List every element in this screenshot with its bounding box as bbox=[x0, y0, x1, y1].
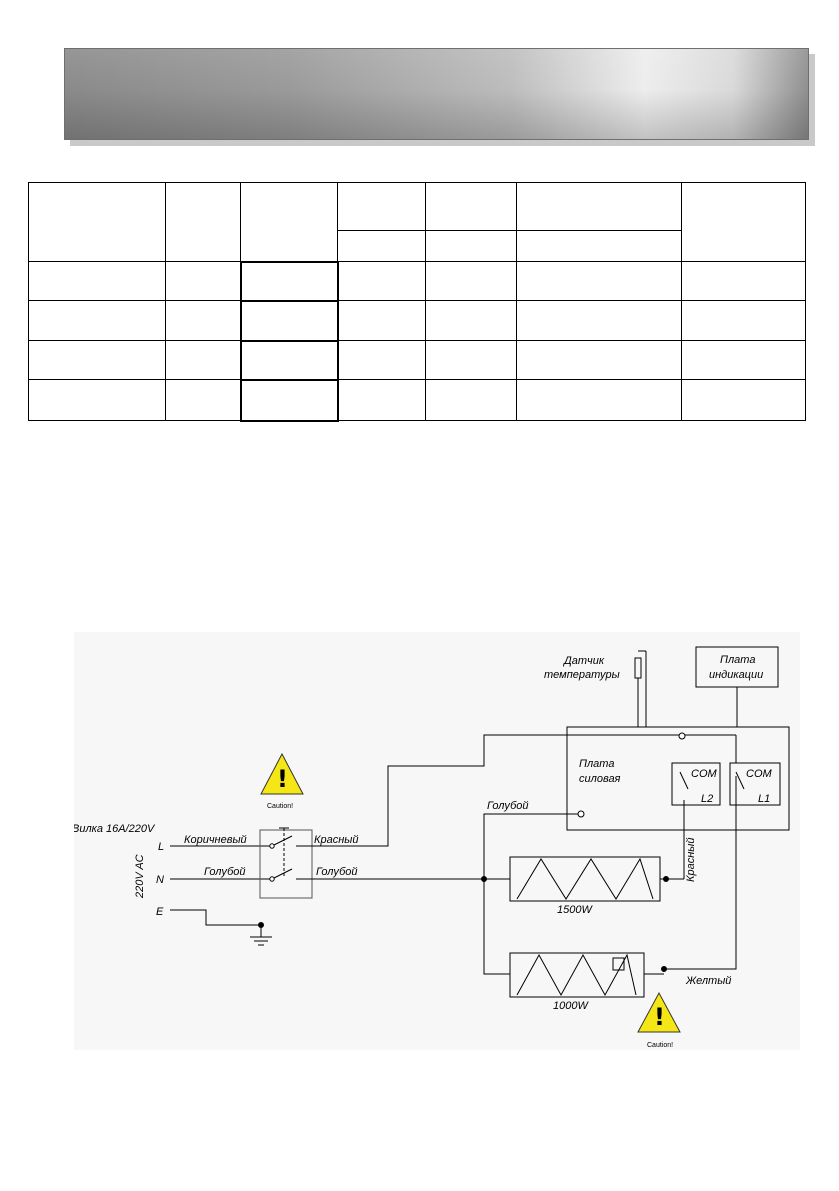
header-banner bbox=[64, 48, 809, 140]
wire-yellow bbox=[664, 776, 737, 970]
relay-l1 bbox=[729, 762, 781, 806]
table-cell bbox=[681, 182, 806, 262]
wire-blue-board bbox=[483, 813, 579, 879]
heater-1500w-label: 1500W bbox=[557, 904, 593, 916]
sensor-label-2: температуры bbox=[544, 669, 620, 681]
ground-node bbox=[258, 922, 264, 928]
wire-red bbox=[312, 734, 686, 847]
relay-contact bbox=[735, 771, 745, 790]
relay-l2-out: L2 bbox=[701, 793, 713, 805]
heater-1000w-label: 1000W bbox=[553, 1000, 589, 1012]
caution-triangle-top: ! bbox=[260, 752, 304, 795]
caution-label-top: Caution! bbox=[267, 803, 293, 810]
display-board bbox=[695, 646, 779, 688]
table-cell bbox=[337, 182, 426, 231]
wire-label-red-relay: Красный bbox=[685, 838, 697, 882]
heater-1000w bbox=[509, 952, 645, 998]
voltage-label: 220V AC bbox=[134, 854, 146, 899]
table-cell bbox=[337, 230, 426, 262]
board-terminal bbox=[678, 732, 686, 740]
switch-contact bbox=[269, 876, 275, 882]
table-cell bbox=[28, 182, 166, 262]
svg-text:!: ! bbox=[654, 1003, 665, 1031]
temperature-sensor bbox=[634, 657, 642, 679]
table-row bbox=[28, 260, 806, 302]
wire-label-blue-board: Голубой bbox=[487, 800, 529, 812]
power-board-label-1: Плата bbox=[579, 758, 614, 770]
wiring-svg: Вилка 16A/220V 220V AC L N E Коричневый … bbox=[74, 646, 790, 1049]
heater-coil bbox=[516, 953, 637, 997]
table-cell bbox=[240, 182, 338, 262]
spec-table bbox=[28, 182, 806, 422]
table-cell bbox=[516, 230, 682, 262]
plug-label: Вилка 16A/220V bbox=[74, 823, 156, 835]
board-terminal bbox=[577, 810, 585, 818]
table-header-row bbox=[28, 182, 806, 262]
relay-contact bbox=[679, 771, 689, 790]
table-cell bbox=[425, 182, 517, 231]
relay-l2-com: COM bbox=[691, 768, 718, 780]
display-board-label-2: индикации bbox=[709, 669, 763, 681]
table-row bbox=[28, 339, 806, 381]
thermal-fuse-icon bbox=[612, 957, 625, 971]
wire-ground bbox=[170, 909, 262, 937]
terminal-e: E bbox=[156, 906, 164, 918]
wire-label-blue-in: Голубой bbox=[204, 866, 246, 878]
table-row bbox=[28, 378, 806, 422]
caution-label-bottom: Caution! bbox=[647, 1042, 673, 1049]
junction-node bbox=[663, 876, 669, 882]
svg-text:!: ! bbox=[277, 765, 288, 793]
sensor-label-1: Датчик bbox=[562, 655, 605, 667]
relay-l1-com: COM bbox=[746, 768, 773, 780]
switch-blade bbox=[273, 835, 293, 846]
wiring-diagram: Вилка 16A/220V 220V AC L N E Коричневый … bbox=[74, 632, 800, 1050]
power-board-label-2: силовая bbox=[579, 773, 621, 785]
table-cell bbox=[165, 182, 241, 262]
display-board-label-1: Плата bbox=[720, 654, 755, 666]
wire-label-red: Красный bbox=[314, 834, 358, 846]
wire-label-blue-out: Голубой bbox=[316, 866, 358, 878]
switch-box bbox=[259, 829, 313, 899]
table-row bbox=[28, 299, 806, 342]
switch-contact bbox=[269, 843, 275, 849]
terminal-l: L bbox=[158, 841, 164, 853]
wire-to-heater2 bbox=[483, 879, 510, 975]
table-cell bbox=[516, 182, 682, 231]
relay-l2 bbox=[671, 762, 721, 806]
table-cell bbox=[425, 230, 517, 262]
switch-blade bbox=[273, 868, 293, 879]
heater-coil bbox=[516, 857, 654, 900]
wire-label-brown: Коричневый bbox=[184, 834, 247, 846]
relay-l1-out: L1 bbox=[758, 793, 770, 805]
terminal-n: N bbox=[156, 874, 164, 886]
power-board bbox=[566, 726, 790, 831]
wire-label-yellow: Желтый bbox=[685, 975, 731, 987]
caution-triangle-bottom: ! bbox=[637, 991, 681, 1033]
